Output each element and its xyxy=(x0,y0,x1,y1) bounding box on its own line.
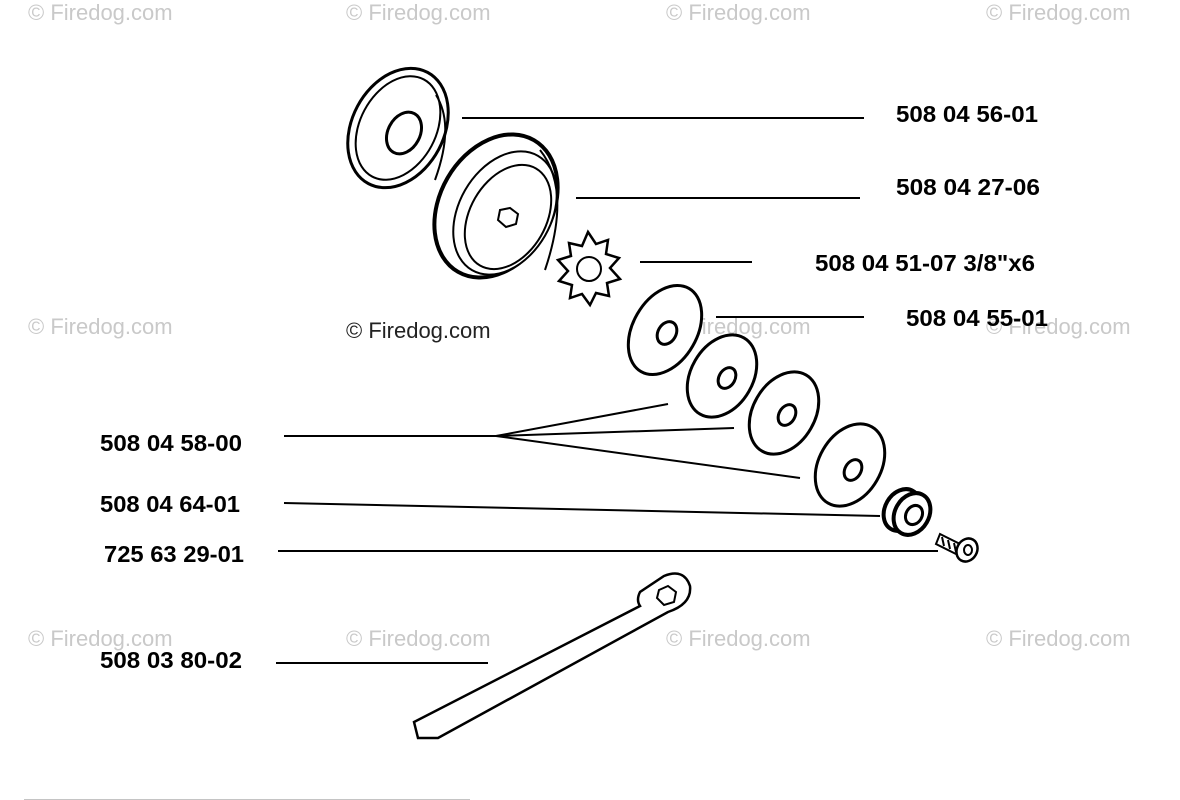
bearing-drawing xyxy=(881,487,933,537)
part-number-washer-top: 508 04 55-01 xyxy=(906,305,1048,331)
part-number-washers: 508 04 58-00 xyxy=(100,430,242,456)
part-number-bearing: 508 04 64-01 xyxy=(100,491,240,517)
sprocket-drawing xyxy=(555,229,623,308)
watermark: © Firedog.com xyxy=(986,0,1131,25)
part-number-wrench: 508 03 80-02 xyxy=(100,647,242,673)
watermark: © Firedog.com xyxy=(986,314,1131,339)
screw-drawing xyxy=(934,532,979,563)
washers-drawing xyxy=(685,333,887,508)
watermark: © Firedog.com xyxy=(666,626,811,651)
part-number-screw: 725 63 29-01 xyxy=(104,541,244,567)
watermark: © Firedog.com xyxy=(28,0,173,25)
wrench-drawing xyxy=(412,572,692,740)
part-number-clutch-drum: 508 04 27-06 xyxy=(896,174,1040,200)
clutch-drum-drawing xyxy=(432,132,560,280)
watermark: © Firedog.com xyxy=(986,626,1131,651)
watermark: © Firedog.com xyxy=(346,0,491,25)
watermark: © Firedog.com xyxy=(346,626,491,651)
part-labels: 508 04 56-01 508 04 27-06 508 04 51-07 3… xyxy=(100,101,1048,673)
leader-lines xyxy=(24,117,938,800)
part-number-clutch-cover: 508 04 56-01 xyxy=(896,101,1038,127)
watermarks: © Firedog.com © Firedog.com © Firedog.co… xyxy=(28,0,1131,651)
watermark: © Firedog.com xyxy=(666,0,811,25)
watermark: © Firedog.com xyxy=(28,314,173,339)
part-number-sprocket: 508 04 51-07 3/8"x6 xyxy=(815,250,1035,276)
washer-top-drawing xyxy=(626,283,704,377)
watermark-center: © Firedog.com xyxy=(346,318,491,343)
watermark: © Firedog.com xyxy=(28,626,173,651)
clutch-cover-drawing xyxy=(346,66,450,190)
